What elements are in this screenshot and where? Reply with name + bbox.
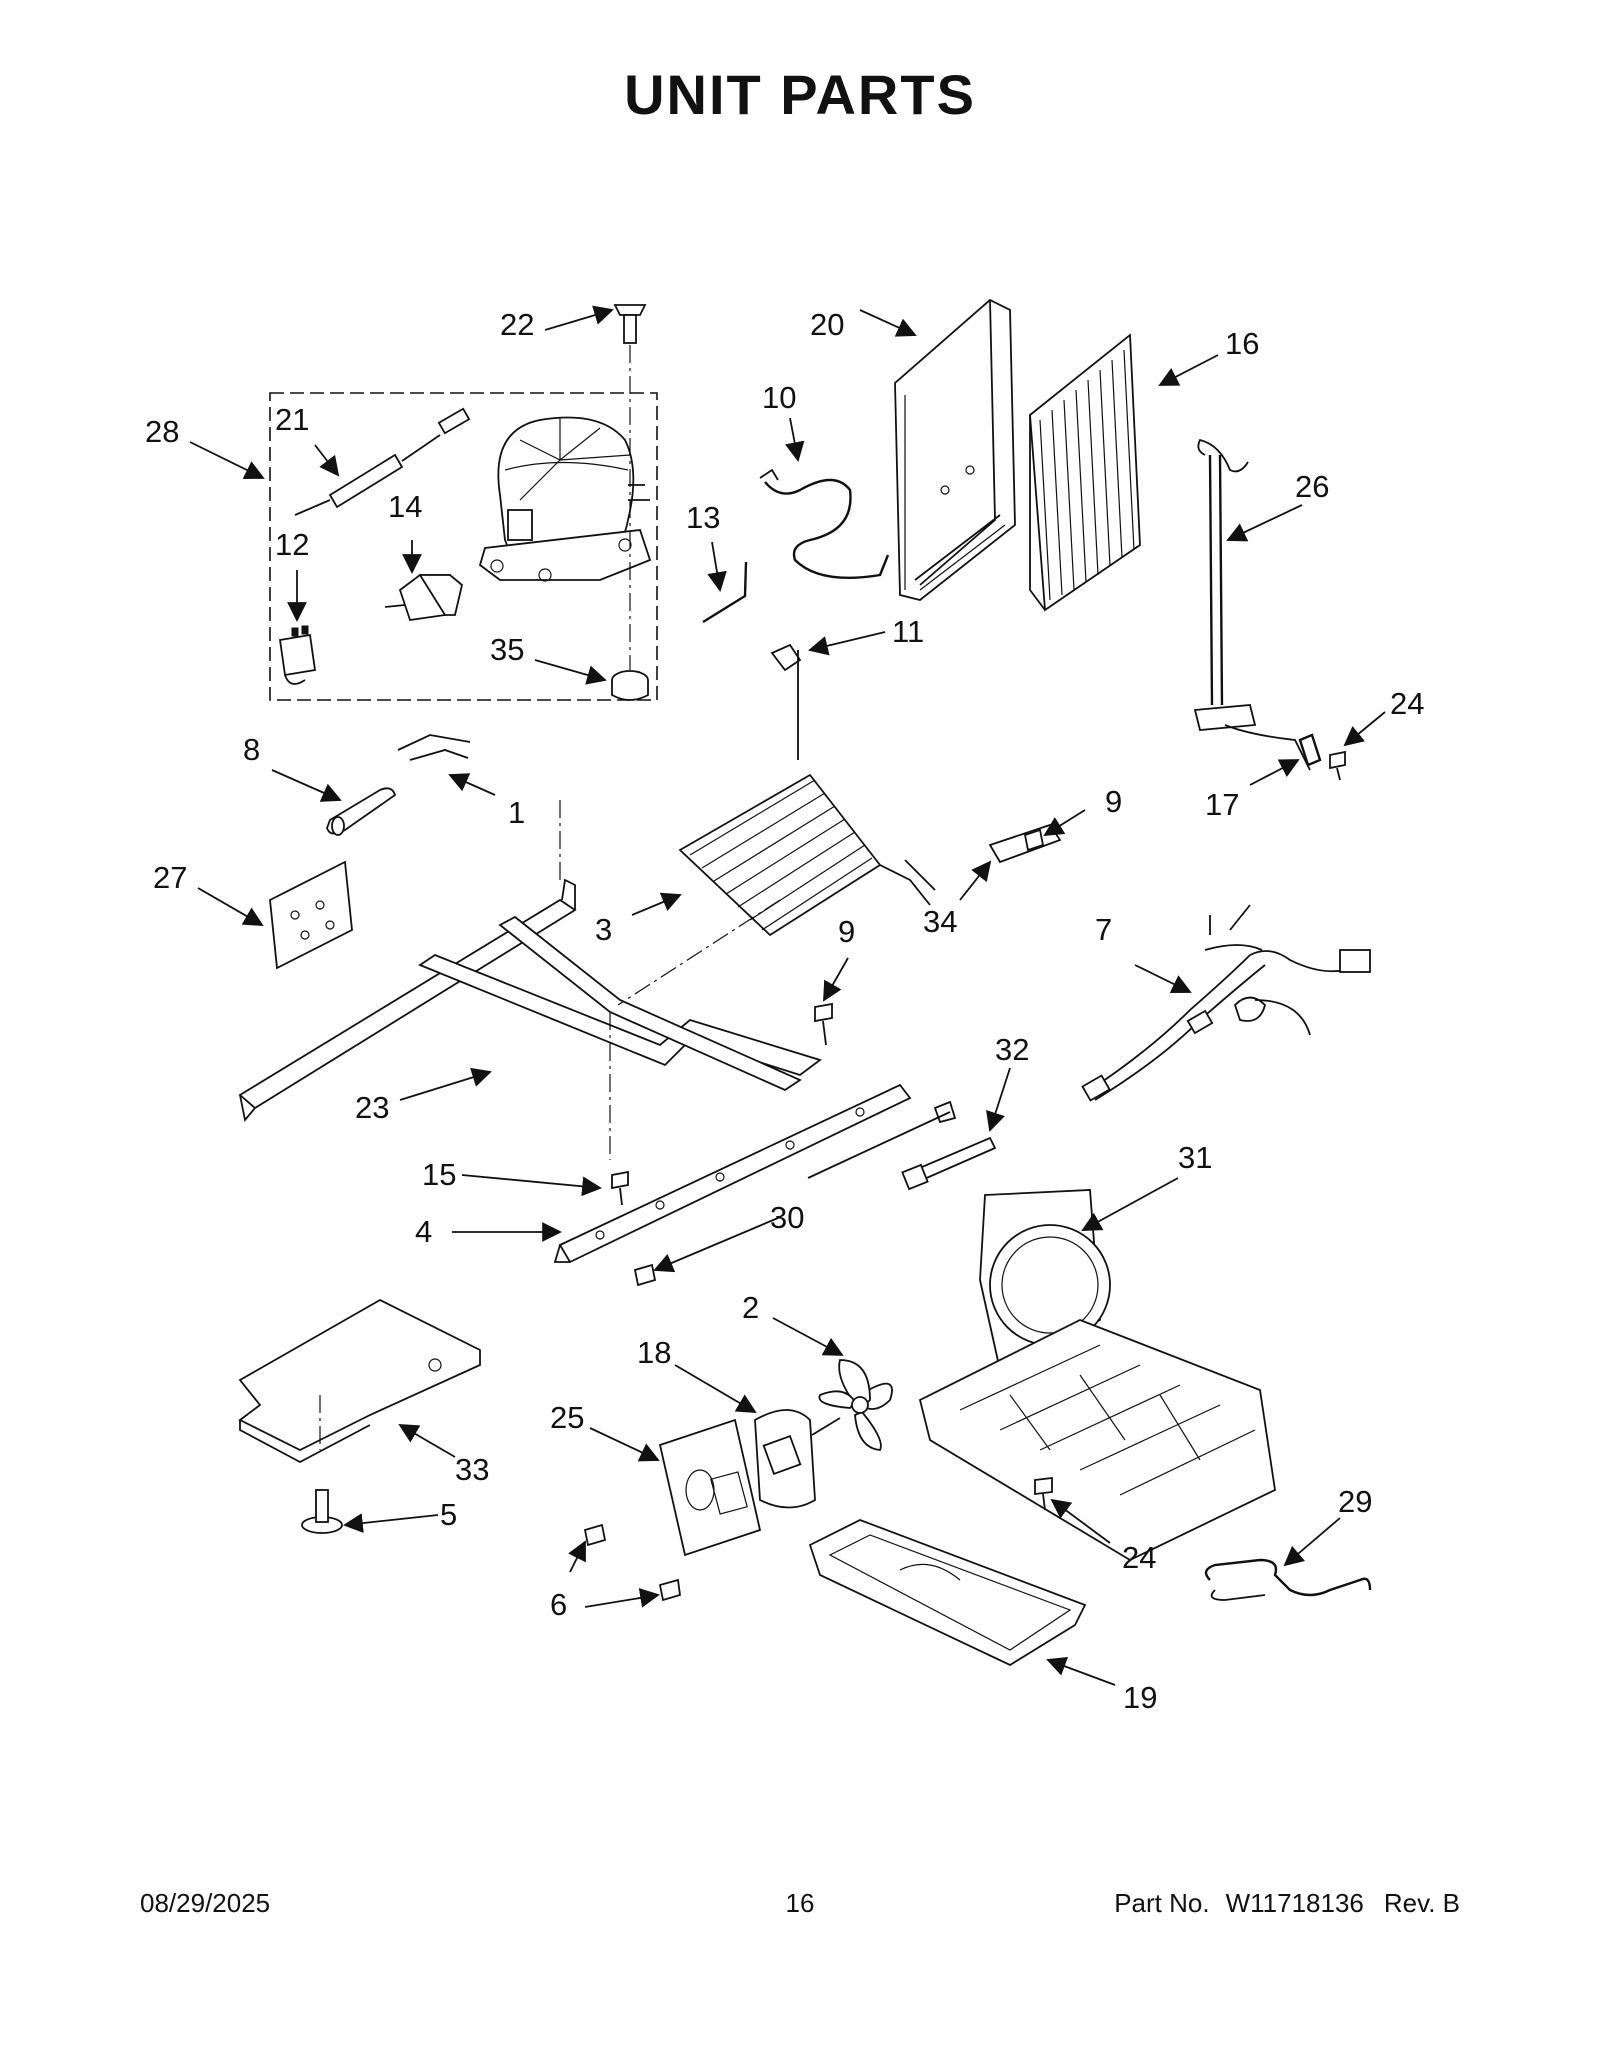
- base-frame-23: [238, 800, 822, 1123]
- panel-33: [238, 1298, 481, 1464]
- rail-4: [553, 899, 912, 1264]
- callout-6: 6: [550, 1587, 567, 1622]
- callout-30: 30: [770, 1200, 804, 1235]
- overload-12: [278, 625, 317, 685]
- callout-24-top: 24: [1390, 686, 1424, 721]
- callout-11: 11: [892, 614, 924, 649]
- screw-30-bottom: [633, 1263, 657, 1287]
- callout-20: 20: [810, 307, 844, 342]
- wire-1: [397, 734, 471, 761]
- callout-27: 27: [153, 860, 187, 895]
- callout-7: 7: [1095, 912, 1112, 947]
- callout-26: 26: [1295, 469, 1329, 504]
- screw-6-bottom: [658, 1578, 681, 1602]
- callout-4: 4: [415, 1214, 432, 1249]
- footer-date: 08/29/2025: [140, 1888, 271, 1918]
- callout-18: 18: [637, 1335, 671, 1370]
- condenser-16: [1029, 333, 1141, 612]
- tube-10: [764, 478, 890, 580]
- part-number-value: W11718136: [1225, 1888, 1364, 1918]
- screw-9-mid: [814, 1002, 833, 1046]
- heater-tube-29: [1204, 1558, 1372, 1597]
- callout-12: 12: [275, 527, 309, 562]
- footer-part-number: Part No. W11718136 Rev. B: [1114, 1888, 1460, 1919]
- callout-9-top: 9: [1105, 784, 1122, 819]
- compressor: [478, 416, 652, 582]
- revision: Rev. B: [1383, 1888, 1460, 1918]
- callout-17: 17: [1205, 787, 1239, 822]
- tube-13: [702, 561, 748, 624]
- leader-lines: [189, 305, 1386, 1686]
- callout-15: 15: [422, 1157, 456, 1192]
- fan-shroud-31: [918, 1189, 1276, 1562]
- callout-3: 3: [595, 912, 612, 947]
- callout-35: 35: [490, 632, 524, 667]
- fan-motor-18: [754, 1409, 841, 1509]
- callout-13: 13: [686, 500, 720, 535]
- bracket-25: [658, 1418, 762, 1557]
- callout-24-bottom: 24: [1122, 1540, 1156, 1575]
- part-number-label: Part No.: [1114, 1888, 1210, 1918]
- callout-8: 8: [243, 732, 260, 767]
- condenser-bracket-20: [894, 298, 1016, 601]
- footer-page-number: 16: [785, 1888, 815, 1918]
- clip-11: [770, 643, 802, 672]
- callout-34: 34: [923, 904, 957, 939]
- grommet-35: [611, 670, 649, 701]
- callout-9-mid: 9: [838, 914, 855, 949]
- screw-24-bottom: [1034, 1476, 1053, 1511]
- drain-pan-19: [808, 1519, 1087, 1667]
- callout-10: 10: [762, 380, 796, 415]
- screw-9-top: [1023, 828, 1045, 852]
- callout-19: 19: [1123, 1680, 1157, 1715]
- callout-labels: 22 20 16 28 21 10 26 14 13 12 35 11 24 8…: [145, 307, 1424, 1715]
- bracket-34: [988, 823, 1062, 864]
- compressor-kit-boundary: [269, 392, 658, 701]
- callout-14: 14: [388, 489, 422, 524]
- callout-32: 32: [995, 1032, 1029, 1067]
- callout-21: 21: [275, 402, 309, 437]
- heater-26: [1193, 438, 1311, 771]
- callout-22: 22: [500, 307, 534, 342]
- page-title: UNIT PARTS: [624, 63, 976, 126]
- callout-31: 31: [1178, 1140, 1212, 1175]
- callout-16: 16: [1225, 326, 1259, 361]
- clip-17: [1298, 733, 1322, 767]
- cable-tie-32: [901, 1136, 997, 1191]
- screw-30-top: [933, 1100, 957, 1124]
- callout-25: 25: [550, 1400, 584, 1435]
- callout-33: 33: [455, 1452, 489, 1487]
- callout-1: 1: [508, 795, 525, 830]
- evaporator-3: [678, 650, 936, 937]
- screw-24-top: [1329, 750, 1346, 781]
- callout-2: 2: [742, 1290, 759, 1325]
- callout-28: 28: [145, 414, 179, 449]
- fan-blade-2: [818, 1359, 893, 1451]
- board-27: [269, 860, 353, 970]
- relay-14: [384, 574, 464, 621]
- callout-23: 23: [355, 1090, 389, 1125]
- callout-29: 29: [1338, 1484, 1372, 1519]
- screw-15: [611, 1170, 629, 1206]
- stud-22: [613, 304, 647, 670]
- tube-8: [326, 787, 397, 836]
- foot-5: [301, 1489, 343, 1534]
- callout-5: 5: [440, 1497, 457, 1532]
- filter-drier-21: [294, 407, 471, 516]
- wire-harness-7: [1081, 904, 1371, 1102]
- screw-6-top: [583, 1523, 607, 1547]
